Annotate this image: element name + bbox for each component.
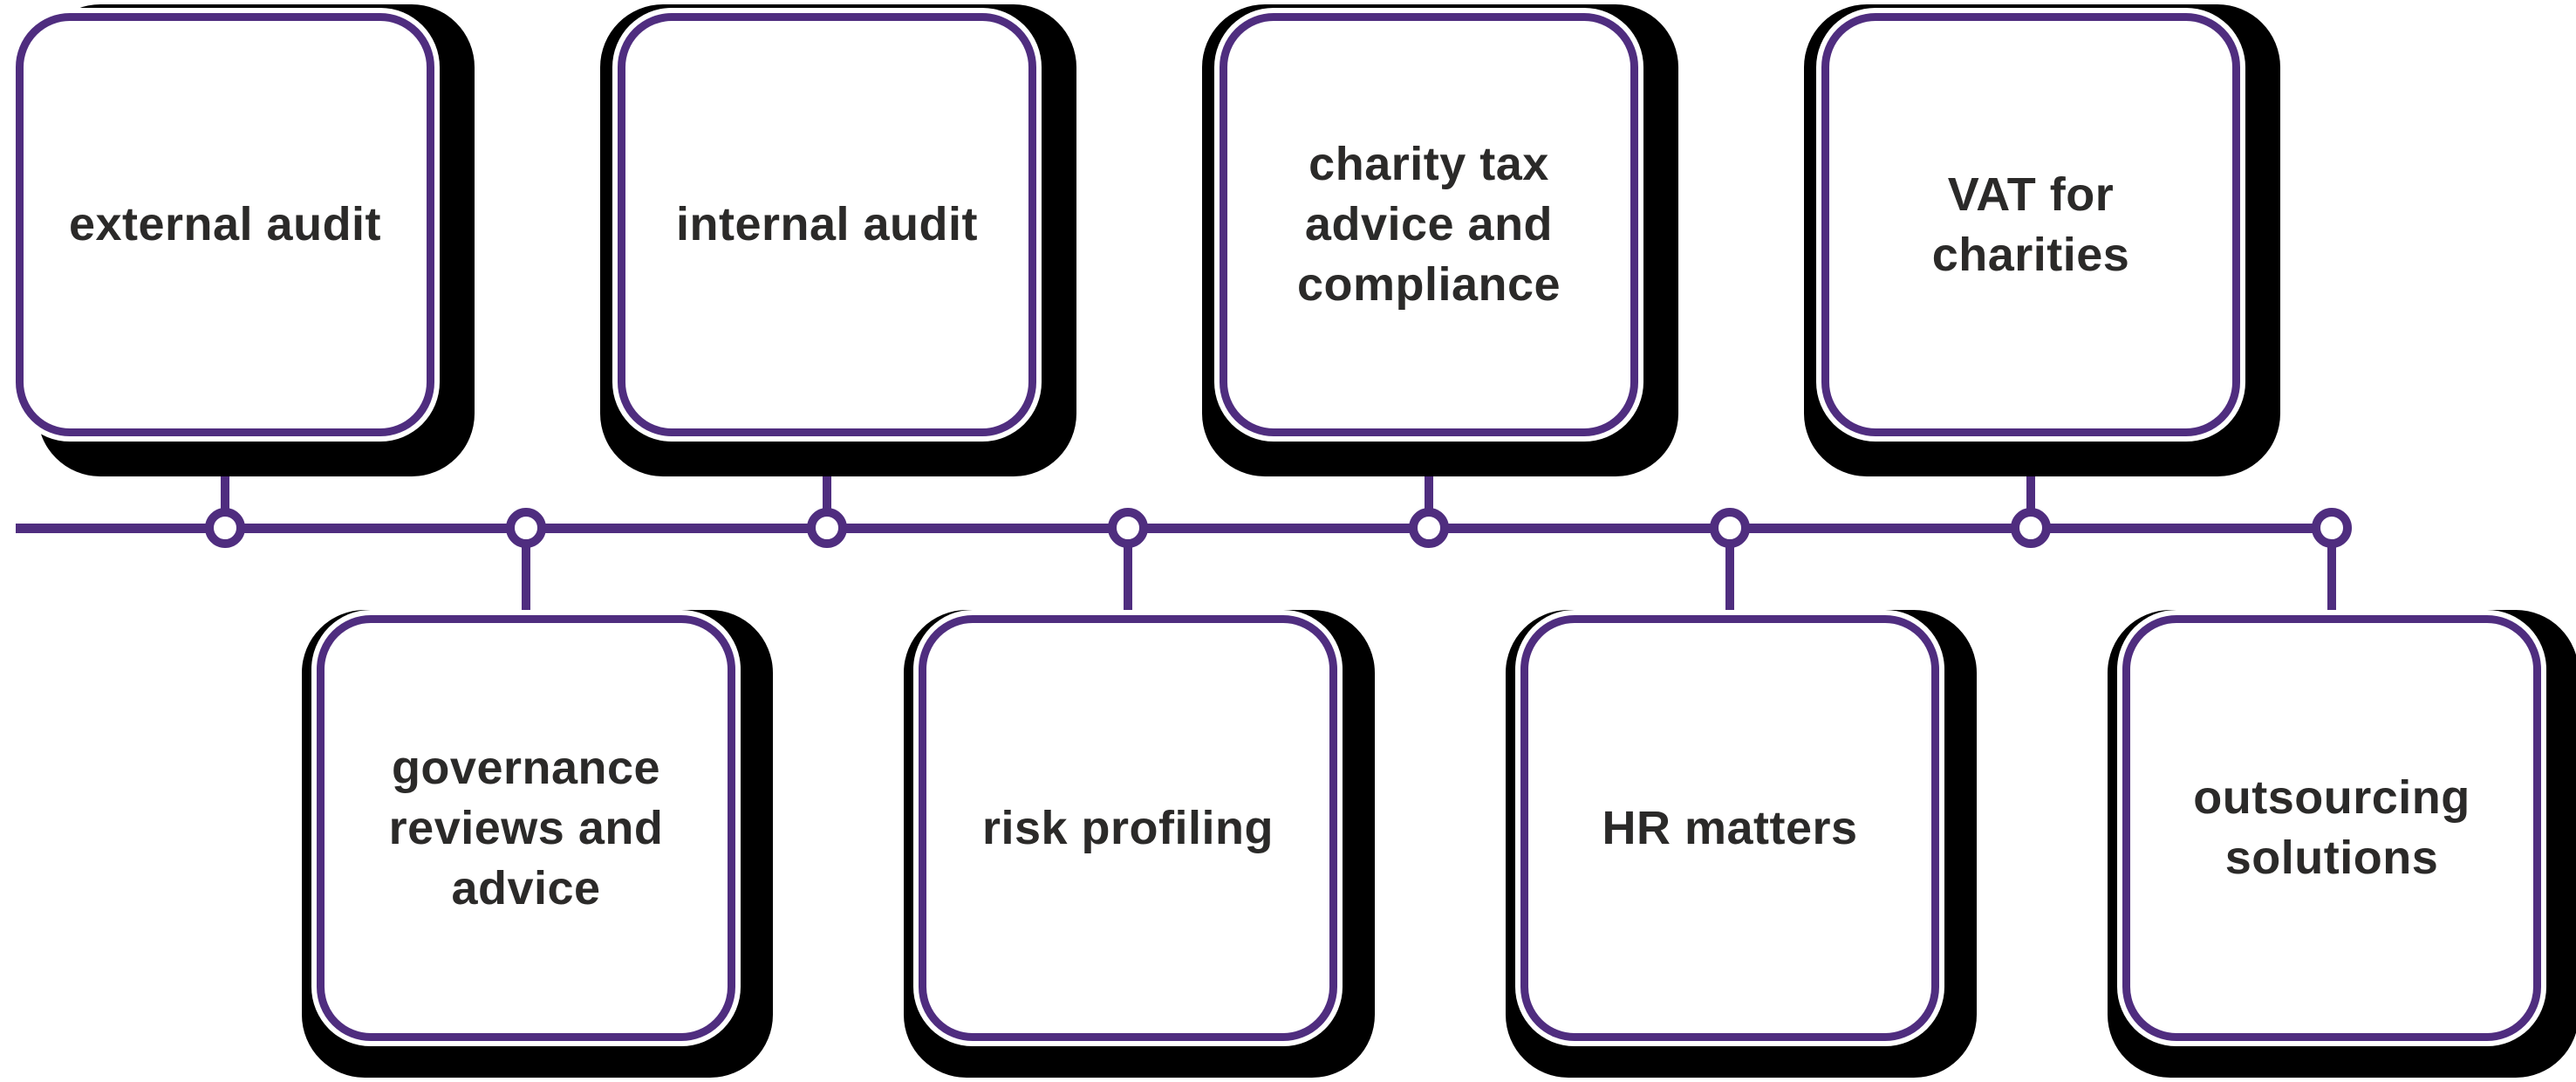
- service-label: internal audit: [675, 198, 979, 250]
- service-box-charity-tax-advice-and-compliance: charity tax advice and compliance: [1202, 4, 1678, 476]
- service-box: HR matters: [1520, 615, 1939, 1041]
- service-label: risk profiling: [981, 801, 1274, 854]
- service-box: VAT for charities: [1821, 13, 2240, 436]
- box-shadow-slab: [38, 4, 475, 476]
- service-box-vat-for-charities: VAT for charities: [1804, 4, 2280, 476]
- service-box-hr-matters: HR matters: [1506, 610, 1977, 1078]
- service-box: internal audit: [618, 13, 1036, 436]
- service-label: HR matters: [1602, 801, 1858, 854]
- service-box-external-audit: external audit: [16, 4, 475, 476]
- service-box-risk-profiling: risk profiling: [904, 610, 1375, 1078]
- box-shadow-slab: [2108, 610, 2576, 1078]
- box-shadow-slab: [904, 610, 1375, 1078]
- connector-line: [1124, 541, 1132, 621]
- timeline-line: [16, 524, 2320, 533]
- service-box-internal-audit: internal audit: [600, 4, 1076, 476]
- service-label: external audit: [68, 198, 382, 250]
- service-box: governance reviews and advice: [317, 615, 735, 1041]
- service-label: VAT for charities: [1931, 168, 2130, 281]
- service-label: charity tax advice and compliance: [1296, 138, 1561, 311]
- box-shadow-slab: [600, 4, 1076, 476]
- box-shadow-slab: [1506, 610, 1977, 1078]
- service-box: external audit: [16, 13, 434, 436]
- service-box: outsourcing solutions: [2122, 615, 2541, 1041]
- service-label: outsourcing solutions: [2193, 771, 2470, 884]
- box-shadow-slab: [1804, 4, 2280, 476]
- connector-line: [2026, 434, 2035, 514]
- service-box-outsourcing-solutions: outsourcing solutions: [2108, 610, 2576, 1078]
- service-label: governance reviews and advice: [388, 741, 664, 914]
- connector-line: [2327, 541, 2336, 621]
- connector-line: [221, 434, 229, 514]
- connector-line: [522, 541, 530, 621]
- box-shadow-slab: [302, 610, 773, 1078]
- service-box: charity tax advice and compliance: [1220, 13, 1638, 436]
- connector-line: [823, 434, 831, 514]
- connector-line: [1725, 541, 1734, 621]
- connector-line: [1425, 434, 1433, 514]
- service-box: risk profiling: [919, 615, 1337, 1041]
- box-shadow-slab: [1202, 4, 1678, 476]
- service-box-governance-reviews-and-advice: governance reviews and advice: [302, 610, 773, 1078]
